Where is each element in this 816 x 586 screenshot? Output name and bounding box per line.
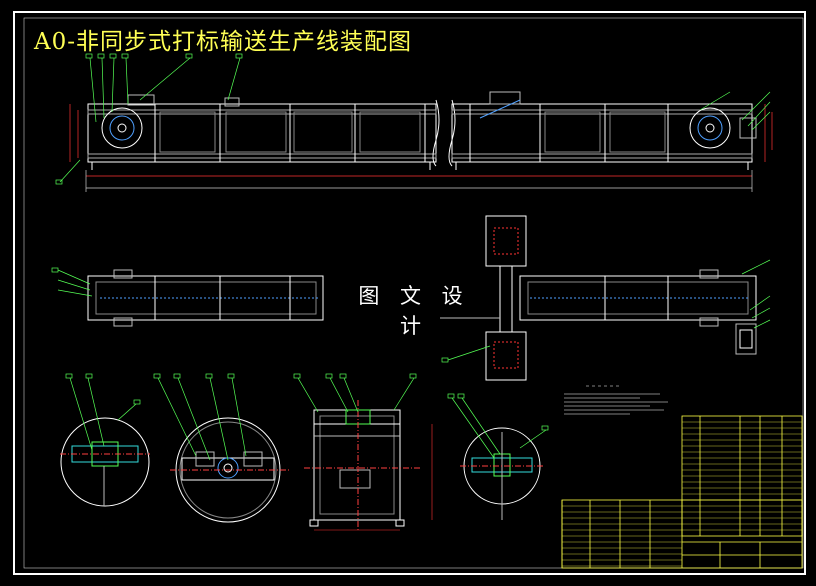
- section-view: [304, 400, 420, 530]
- section-view-dimensions: [314, 424, 433, 531]
- detail-c-view: [460, 427, 545, 520]
- detail-a-leaders: [65, 373, 141, 451]
- detail-c-leaders: [447, 393, 549, 459]
- section-view-leaders: [293, 373, 417, 413]
- detail-b-view: [170, 417, 290, 523]
- inner-border: [23, 17, 804, 569]
- detail-a-view: [60, 417, 150, 507]
- plan-view-leaders: [51, 259, 771, 363]
- drive-sprocket-left: [101, 107, 143, 149]
- drawing-title: A0-非同步式打标输送生产线装配图: [34, 29, 413, 55]
- technical-notes: [564, 385, 668, 415]
- watermark-text: 图 文 设 计: [340, 281, 488, 338]
- drive-sprocket-right: [689, 107, 731, 149]
- title-block: [561, 499, 803, 569]
- front-elevation-view: [87, 91, 757, 170]
- title-block-rows: [562, 505, 682, 567]
- parts-list-rows: [682, 421, 802, 531]
- front-elevation-dimensions: [69, 104, 773, 192]
- detail-b-leaders: [153, 373, 247, 461]
- plan-view: [87, 215, 757, 381]
- outer-border: [13, 11, 806, 575]
- front-elevation-leaders: [55, 53, 771, 185]
